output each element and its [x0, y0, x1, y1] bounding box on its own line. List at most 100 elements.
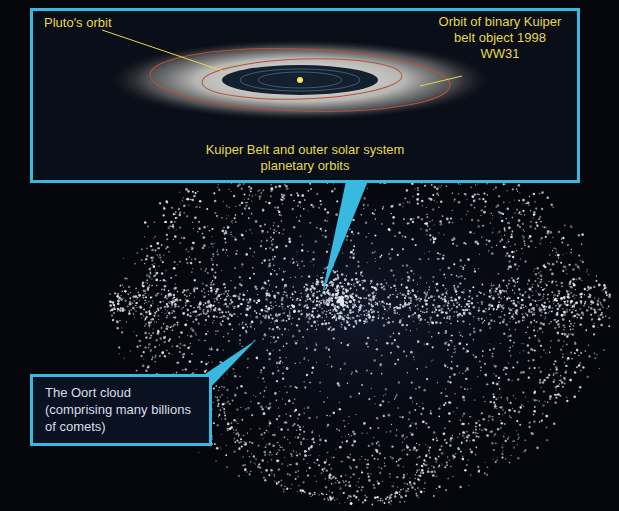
comet-dot: [492, 218, 493, 219]
comet-dot: [569, 379, 572, 382]
comet-dot: [230, 234, 231, 235]
comet-dot: [173, 267, 176, 270]
comet-dot: [511, 455, 512, 456]
comet-dot: [374, 251, 375, 252]
comet-dot: [143, 289, 146, 292]
comet-dot: [309, 492, 311, 494]
comet-dot: [571, 249, 572, 250]
comet-dot: [198, 322, 200, 324]
comet-dot: [496, 459, 498, 461]
comet-dot: [534, 390, 536, 392]
comet-dot: [317, 320, 319, 322]
comet-dot: [350, 467, 352, 469]
comet-dot: [268, 202, 271, 205]
comet-dot: [276, 273, 278, 275]
comet-dot: [437, 252, 439, 254]
comet-dot: [550, 369, 551, 370]
comet-dot: [489, 291, 492, 294]
comet-dot: [186, 262, 188, 264]
comet-dot: [519, 424, 521, 426]
comet-dot: [227, 333, 229, 335]
comet-dot: [352, 219, 355, 222]
comet-dot: [250, 461, 252, 463]
comet-dot: [406, 272, 408, 274]
comet-dot: [306, 316, 308, 318]
comet-dot: [268, 327, 270, 329]
comet-dot: [443, 234, 445, 236]
comet-dot: [286, 342, 288, 344]
comet-dot: [456, 407, 457, 408]
comet-dot: [492, 420, 494, 422]
comet-dot: [421, 200, 424, 203]
comet-dot: [516, 361, 518, 363]
comet-dot: [259, 428, 260, 429]
comet-dot: [304, 199, 306, 201]
comet-dot: [213, 422, 215, 424]
comet-dot: [413, 273, 414, 274]
comet-dot: [376, 443, 377, 444]
comet-dot: [213, 298, 215, 300]
comet-dot: [498, 413, 500, 415]
comet-dot: [208, 362, 209, 363]
comet-dot: [303, 426, 304, 427]
comet-dot: [546, 227, 547, 228]
comet-dot: [268, 432, 269, 433]
comet-dot: [299, 453, 302, 456]
comet-dot: [552, 206, 553, 207]
comet-dot: [312, 258, 315, 261]
comet-dot: [133, 331, 134, 332]
comet-dot: [534, 335, 536, 337]
comet-dot: [143, 351, 145, 353]
comet-dot: [319, 444, 320, 445]
comet-dot: [415, 422, 417, 424]
comet-dot: [311, 431, 313, 433]
comet-dot: [349, 256, 351, 258]
comet-dot: [465, 439, 467, 441]
comet-dot: [278, 232, 280, 234]
comet-dot: [144, 221, 147, 224]
comet-dot: [449, 376, 451, 378]
comet-dot: [513, 251, 515, 253]
comet-dot: [303, 358, 305, 360]
comet-dot: [324, 220, 326, 222]
comet-dot: [416, 470, 418, 472]
comet-dot: [216, 348, 218, 350]
comet-dot: [276, 418, 278, 420]
comet-dot: [504, 413, 506, 415]
comet-dot: [392, 485, 395, 488]
comet-dot: [530, 240, 533, 243]
comet-dot: [436, 476, 437, 477]
comet-dot: [296, 192, 298, 194]
comet-dot: [551, 273, 554, 276]
comet-dot: [214, 443, 216, 445]
comet-dot: [552, 250, 553, 251]
comet-dot: [328, 479, 329, 480]
comet-dot: [417, 487, 419, 489]
comet-dot: [538, 272, 540, 274]
comet-dot: [516, 430, 517, 431]
comet-dot: [484, 363, 486, 365]
comet-dot: [386, 431, 387, 432]
comet-dot: [350, 476, 352, 478]
comet-dot: [199, 200, 202, 203]
comet-dot: [454, 238, 456, 240]
comet-dot: [401, 449, 403, 451]
comet-dot: [223, 411, 225, 413]
comet-dot: [312, 366, 315, 369]
comet-dot: [540, 370, 543, 373]
comet-dot: [319, 200, 321, 202]
comet-dot: [463, 413, 465, 415]
comet-dot: [159, 202, 161, 204]
comet-dot: [267, 231, 269, 233]
comet-dot: [166, 350, 167, 351]
comet-dot: [448, 344, 451, 347]
comet-dot: [165, 248, 167, 250]
comet-dot: [291, 484, 293, 486]
comet-dot: [316, 416, 318, 418]
comet-dot: [424, 488, 425, 489]
comet-dot: [266, 387, 268, 389]
comet-dot: [548, 263, 550, 265]
comet-dot: [447, 349, 449, 351]
comet-dot: [579, 268, 580, 269]
comet-dot: [480, 370, 481, 371]
